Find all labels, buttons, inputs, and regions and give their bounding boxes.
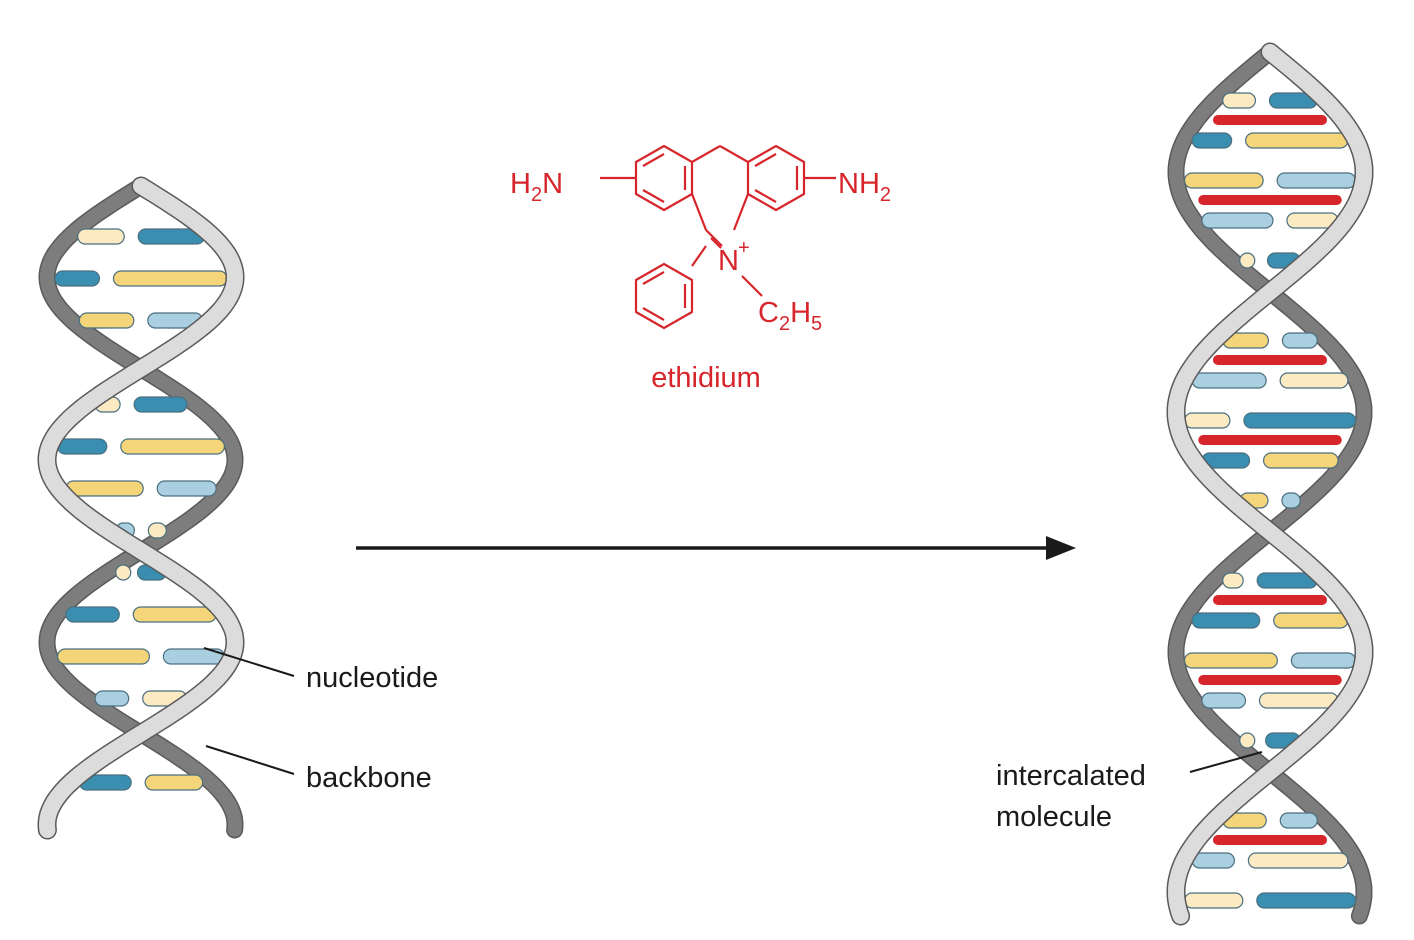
backbone-front-strand — [37, 176, 245, 840]
nucleotide-base — [65, 480, 144, 497]
nucleotide-base — [65, 606, 120, 623]
svg-text:NH2: NH2 — [838, 168, 891, 206]
nucleotide-base — [57, 648, 150, 665]
nucleotide-base — [147, 522, 167, 539]
intercalated-molecule — [1212, 595, 1328, 605]
ethyl-h-sub: 5 — [811, 313, 822, 335]
amine-left-sub: 2 — [531, 184, 542, 206]
ring-charge: + — [738, 237, 750, 259]
nucleotide-base — [1279, 812, 1318, 829]
nucleotide-leader — [203, 647, 295, 677]
dna-double-helix-icon — [37, 176, 245, 840]
amine-right-nh: NH — [838, 168, 880, 200]
molecule-name: ethidium — [651, 362, 761, 394]
nucleotide-base — [1183, 172, 1264, 189]
backbone-strand-front — [1167, 44, 1373, 924]
nucleotide-base — [1222, 92, 1257, 109]
svg-text:C2H5: C2H5 — [758, 297, 822, 335]
amine-left-n: N — [542, 168, 563, 200]
backbone-strand-back — [39, 179, 243, 837]
intercalated-molecule — [1212, 115, 1328, 125]
nucleotide-base — [144, 774, 204, 791]
nucleotide-base — [1276, 172, 1357, 189]
nucleotide-base — [1222, 572, 1244, 589]
nucleotide-base — [1256, 892, 1357, 909]
ethyl-h: H — [790, 297, 811, 329]
nucleotide-base — [1279, 372, 1349, 389]
intercalated-molecule — [1198, 435, 1342, 445]
nucleotide-base — [1183, 412, 1231, 429]
nucleotide-base — [1281, 332, 1318, 349]
ethyl-c: C — [758, 297, 779, 329]
base-pairs — [1183, 92, 1357, 909]
nucleotide-base — [1191, 132, 1233, 149]
backbone-label: backbone — [306, 762, 432, 794]
nucleotide-base — [1191, 852, 1235, 869]
intercalated-molecule — [1212, 355, 1328, 365]
nucleotide-base — [1201, 692, 1247, 709]
nucleotide-base — [1239, 252, 1256, 269]
nucleotide-base — [120, 438, 225, 455]
intercalated-label-line2: molecule — [996, 801, 1112, 833]
nucleotide-base — [1183, 652, 1278, 669]
nucleotide-base — [1258, 692, 1339, 709]
ethidium-labels: H2N NH2 N + C2H5 ethidium — [510, 168, 891, 394]
arrow-right-icon — [356, 536, 1076, 560]
nucleotide-base — [1281, 492, 1301, 509]
backbone-leader — [205, 745, 295, 775]
nucleotide-base — [1201, 212, 1274, 229]
amine-left-h: H — [510, 168, 531, 200]
nucleotide-base — [1183, 892, 1244, 909]
nucleotide-base — [1273, 612, 1349, 629]
callouts: nucleotide backbone intercalated molecul… — [203, 647, 1263, 833]
nucleotide-base — [77, 228, 125, 245]
nucleotide-base — [1243, 412, 1357, 429]
nucleotide-base — [156, 480, 217, 497]
intercalated-label-line1: intercalated — [996, 760, 1146, 792]
ethyl-c-sub: 2 — [779, 313, 790, 335]
nucleotide-base — [1191, 372, 1267, 389]
nucleotide-base — [1191, 612, 1261, 629]
nucleotide-base — [1239, 732, 1256, 749]
amine-right-sub: 2 — [880, 184, 891, 206]
nucleotide-base — [112, 270, 228, 287]
intercalated-molecule — [1212, 835, 1328, 845]
ring-nitrogen: N — [718, 245, 739, 277]
nucleotide-base — [1245, 132, 1349, 149]
nucleotide-base — [94, 690, 130, 707]
nucleotide-base — [132, 606, 217, 623]
nucleotide-base — [54, 270, 101, 287]
svg-text:H2N: H2N — [510, 168, 563, 206]
base-pairs — [54, 228, 228, 791]
intercalated-leader — [1189, 751, 1263, 773]
nucleotide-base — [78, 312, 135, 329]
nucleotide-base — [1290, 652, 1357, 669]
backbone-strand-front — [38, 178, 244, 838]
nucleotide-base — [57, 438, 108, 455]
ethidium-structure — [600, 144, 836, 330]
nucleotide-base — [1247, 852, 1349, 869]
intercalated-molecule — [1198, 195, 1342, 205]
nucleotide-base — [115, 564, 132, 581]
nucleotide-base — [1262, 452, 1339, 469]
backbone-back-strand — [38, 177, 244, 839]
backbone-front-strand — [1166, 42, 1374, 926]
intercalated-molecule — [1198, 675, 1342, 685]
nucleotide-label: nucleotide — [306, 662, 438, 694]
nucleotide-base — [133, 396, 188, 413]
dna-double-helix-with-intercalator-icon — [1166, 42, 1374, 926]
